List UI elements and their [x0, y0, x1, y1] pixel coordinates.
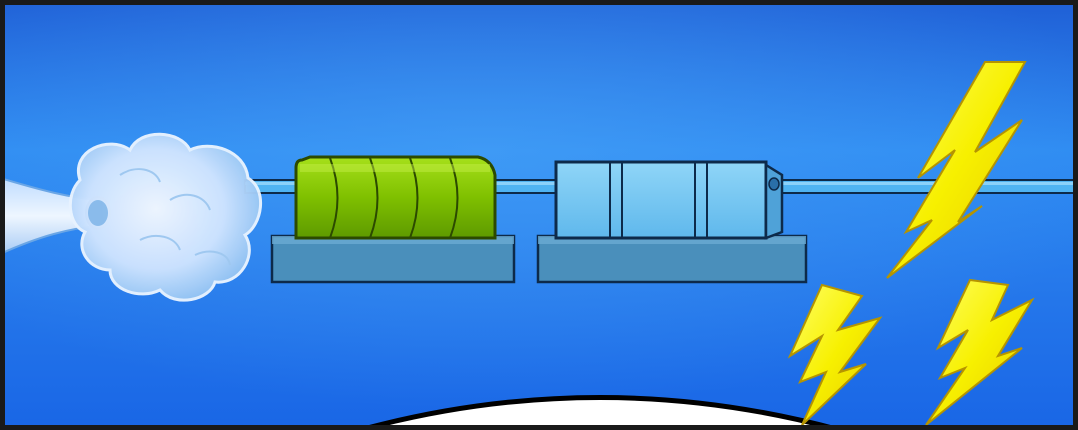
generator — [554, 160, 784, 240]
lightning-bolt-right — [925, 278, 1035, 426]
lightning-bolt-left — [787, 283, 883, 426]
ground-mound — [359, 395, 841, 430]
lightning-bolt-large — [886, 61, 1027, 279]
nozzle-inner — [88, 200, 108, 226]
turbine-base — [270, 234, 516, 284]
steam-cloud — [68, 132, 263, 302]
lightning-bolts — [787, 61, 1035, 426]
turbine — [294, 155, 497, 240]
generator-base — [536, 234, 808, 284]
